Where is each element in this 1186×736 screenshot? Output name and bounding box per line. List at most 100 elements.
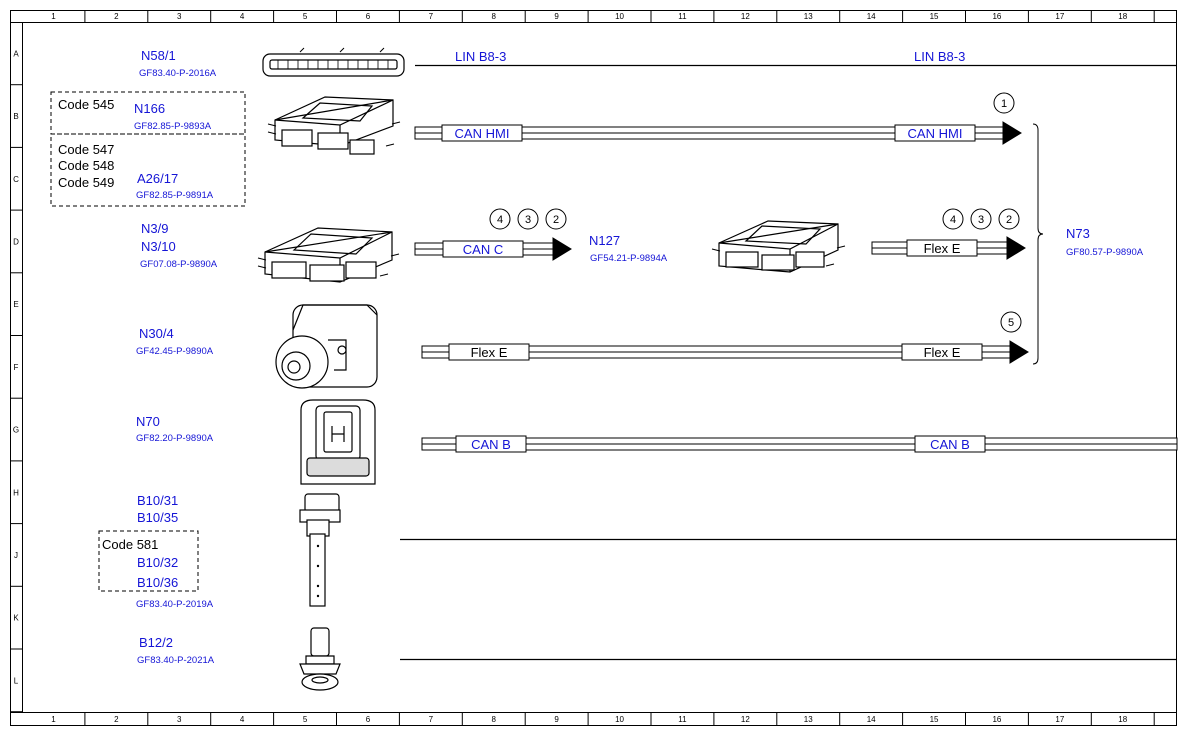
grid-col-label: 13 [804, 715, 813, 724]
n3-9-id: N3/9 [141, 221, 168, 236]
n166-id: N166 [134, 101, 165, 116]
callout-2a [545, 208, 567, 230]
callout-2b-text: 2 [1006, 214, 1012, 226]
callout-4a [489, 208, 511, 230]
grid-row-label: F [14, 363, 19, 372]
grid-col-label: 15 [930, 12, 939, 21]
b10-36-id: B10/36 [137, 575, 178, 590]
callout-3a-text: 3 [525, 214, 531, 226]
flex-e-right-label: Flex E [924, 345, 961, 360]
code-548-label: Code 548 [58, 158, 114, 173]
flex-e-left-label: Flex E [471, 345, 508, 360]
a26-17-id: A26/17 [137, 171, 178, 186]
grid-col-label: 1 [51, 12, 56, 21]
n166-ecu-illustration [267, 96, 401, 155]
grid-row-label: H [13, 488, 19, 497]
grid-col-label: 2 [114, 12, 119, 21]
flex-e-upper-bus [871, 236, 1026, 260]
grid-row-label: C [13, 175, 19, 184]
n70-ref: GF82.20-P-9890A [136, 433, 214, 444]
b10-31-id: B10/31 [137, 493, 178, 508]
grid-row-label: K [13, 614, 19, 623]
grid-col-label: 17 [1055, 12, 1064, 21]
b12-2-ref: GF83.40-P-2021A [137, 655, 215, 666]
grid-row-label: L [14, 676, 19, 685]
grid-col-label: 10 [615, 715, 624, 724]
n3-ecu-illustration [257, 227, 400, 283]
n127-id: N127 [589, 233, 620, 248]
can-b-label-right: CAN B [930, 437, 970, 452]
code-boxes [50, 91, 246, 592]
grid-col-label: 4 [240, 12, 245, 21]
can-hmi-label-left: CAN HMI [455, 126, 510, 141]
grid-row-label: J [14, 551, 18, 560]
grid-col-label: 11 [678, 715, 687, 724]
grid-ticks [10, 10, 1155, 726]
n30-4-ref: GF42.45-P-9890A [136, 346, 214, 357]
grid-col-label: 3 [177, 715, 182, 724]
n58-1-ref: GF83.40-P-2016A [139, 68, 217, 79]
n3-10-id: N3/10 [141, 239, 176, 254]
grid-col-label: 18 [1118, 12, 1127, 21]
grid-labels: 1122334455667788991010111112121313141415… [13, 12, 1128, 724]
grid-col-label: 14 [867, 715, 876, 724]
grid-col-label: 13 [804, 12, 813, 21]
grid-col-label: 14 [867, 12, 876, 21]
grid-col-label: 6 [366, 12, 371, 21]
callout-4b-text: 4 [950, 214, 956, 226]
can-c-label: CAN C [463, 242, 503, 257]
n70-id: N70 [136, 414, 160, 429]
grid-col-label: 16 [992, 12, 1001, 21]
code-547-label: Code 547 [58, 142, 114, 157]
can-b-bus [421, 435, 1178, 453]
callout-1 [993, 92, 1015, 114]
can-c-bus [414, 237, 572, 261]
n73-ref: GF80.57-P-9890A [1066, 247, 1144, 258]
grid-row-label: D [13, 237, 19, 246]
n30-4-id: N30/4 [139, 326, 174, 341]
callout-5 [1000, 311, 1022, 333]
code-545-label: Code 545 [58, 97, 114, 112]
callout-1-text: 1 [1001, 98, 1007, 110]
b10-35-id: B10/35 [137, 510, 178, 525]
n166-ref: GF82.85-P-9893A [134, 121, 212, 132]
grid-col-label: 8 [492, 12, 497, 21]
code-581-label: Code 581 [102, 537, 158, 552]
grid-col-label: 2 [114, 715, 119, 724]
n70-illustration [300, 399, 376, 485]
grid-col-label: 17 [1055, 715, 1064, 724]
grid-col-label: 7 [429, 12, 434, 21]
lin-label-right: LIN B8-3 [914, 49, 965, 64]
grid-col-label: 8 [492, 715, 497, 724]
n73-id: N73 [1066, 226, 1090, 241]
callout-3b [970, 208, 992, 230]
code-549-label: Code 549 [58, 175, 114, 190]
callout-3b-text: 3 [978, 214, 984, 226]
grid-col-label: 6 [366, 715, 371, 724]
grid-col-label: 7 [429, 715, 434, 724]
grid-row-label: G [13, 426, 19, 435]
n58-1-id: N58/1 [141, 48, 176, 63]
grid-col-label: 12 [741, 715, 750, 724]
callout-2a-text: 2 [553, 214, 559, 226]
grid-row-label: E [13, 300, 18, 309]
grid-col-label: 4 [240, 715, 245, 724]
code-545-box [50, 91, 246, 135]
flex-e-lower-bus [421, 340, 1029, 364]
n73-brace [1032, 123, 1044, 365]
can-hmi-bus [414, 121, 1022, 145]
grid-row-label: B [13, 112, 18, 121]
n127-ecu-illustration [711, 220, 846, 273]
n58-1-illustration [262, 47, 405, 77]
grid-col-label: 10 [615, 12, 624, 21]
grid-col-label: 12 [741, 12, 750, 21]
a26-17-ref: GF82.85-P-9891A [136, 190, 214, 201]
b12-2-id: B12/2 [139, 635, 173, 650]
grid-col-label: 15 [930, 715, 939, 724]
grid-col-label: 9 [554, 12, 559, 21]
can-hmi-label-right: CAN HMI [908, 126, 963, 141]
grid-col-label: 16 [992, 715, 1001, 724]
grid-col-label: 5 [303, 12, 308, 21]
lin-label-left: LIN B8-3 [455, 49, 506, 64]
callout-2b [998, 208, 1020, 230]
